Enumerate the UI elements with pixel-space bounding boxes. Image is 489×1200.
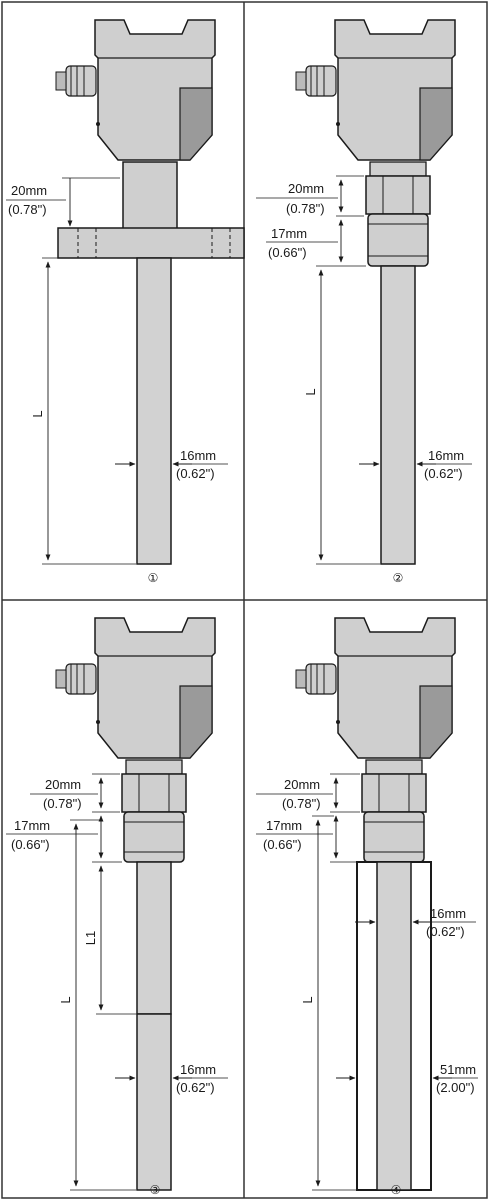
variant-1-length-label: L <box>30 410 45 417</box>
variant-4: 20mm (0.78") 17mm (0.66") L 16mm (0.62")… <box>256 617 478 1197</box>
variant-1-housing <box>55 19 216 161</box>
variant-2-dim-b-mm: 17mm <box>271 226 307 241</box>
variant-2-thread <box>367 213 429 267</box>
variant-2-number: ② <box>393 571 404 585</box>
variant-2-housing <box>295 19 456 161</box>
variant-1-dia-in: (0.62") <box>176 466 215 481</box>
variant-1-flange <box>57 227 245 259</box>
variant-4-number: ④ <box>391 1183 402 1197</box>
variant-4-dia-mm: 16mm <box>430 906 466 921</box>
variant-4-dim-a-in: (0.78") <box>282 796 321 811</box>
variant-3-neck <box>125 759 183 775</box>
variant-4-neck <box>365 759 423 775</box>
variant-2-dim-a-in: (0.78") <box>286 201 325 216</box>
variant-3-rod-lower <box>136 1013 172 1191</box>
variant-3-length-label: L <box>58 996 73 1003</box>
variant-3: 20mm (0.78") 17mm (0.66") L1 L 16mm (0.6… <box>6 617 228 1197</box>
variant-2-neck <box>369 161 427 177</box>
variant-1-dim-a-in: (0.78") <box>8 202 47 217</box>
variant-3-dia-mm: 16mm <box>180 1062 216 1077</box>
variant-2-dia-mm: 16mm <box>428 448 464 463</box>
variant-4-hex-nut <box>361 773 427 813</box>
variant-2: 20mm (0.78") 17mm (0.66") L 16mm (0.62")… <box>256 19 472 585</box>
variant-4-tube-mm: 51mm <box>440 1062 476 1077</box>
variant-1: 20mm (0.78") L 16mm (0.62") ① <box>6 19 245 585</box>
variant-1-dim-a-mm: 20mm <box>11 183 47 198</box>
variant-3-dim-b-in: (0.66") <box>11 837 50 852</box>
variant-4-inner-rod <box>376 861 412 1191</box>
variant-1-rod <box>136 257 172 565</box>
variant-4-thread <box>363 811 425 863</box>
variant-3-number: ③ <box>150 1183 161 1197</box>
variant-3-housing <box>55 617 216 759</box>
variant-1-neck <box>122 161 178 231</box>
variant-2-rod <box>380 265 416 565</box>
variant-4-dim-b-mm: 17mm <box>266 818 302 833</box>
variant-2-dia-in: (0.62") <box>424 466 463 481</box>
variant-3-hex-nut <box>121 773 187 813</box>
variant-3-dim-b-mm: 17mm <box>14 818 50 833</box>
variant-4-dim-a-mm: 20mm <box>284 777 320 792</box>
variant-2-dim-a-mm: 20mm <box>288 181 324 196</box>
variant-4-length-label: L <box>300 996 315 1003</box>
variant-4-dia-in: (0.62") <box>426 924 465 939</box>
variant-4-housing <box>295 617 456 759</box>
variant-2-hex-nut <box>365 175 431 215</box>
variant-4-dim-b-in: (0.66") <box>263 837 302 852</box>
variant-4-tube-in: (2.00") <box>436 1080 475 1095</box>
variant-2-dim-b-in: (0.66") <box>268 245 307 260</box>
variant-3-length-l1-label: L1 <box>83 931 98 945</box>
variant-2-length-label: L <box>303 388 318 395</box>
variant-3-dim-a-in: (0.78") <box>43 796 82 811</box>
variant-1-dia-mm: 16mm <box>180 448 216 463</box>
variant-3-rod-upper <box>136 861 172 1015</box>
variant-3-dim-a-mm: 20mm <box>45 777 81 792</box>
variant-3-dia-in: (0.62") <box>176 1080 215 1095</box>
variant-3-thread <box>123 811 185 863</box>
variant-1-number: ① <box>148 571 159 585</box>
